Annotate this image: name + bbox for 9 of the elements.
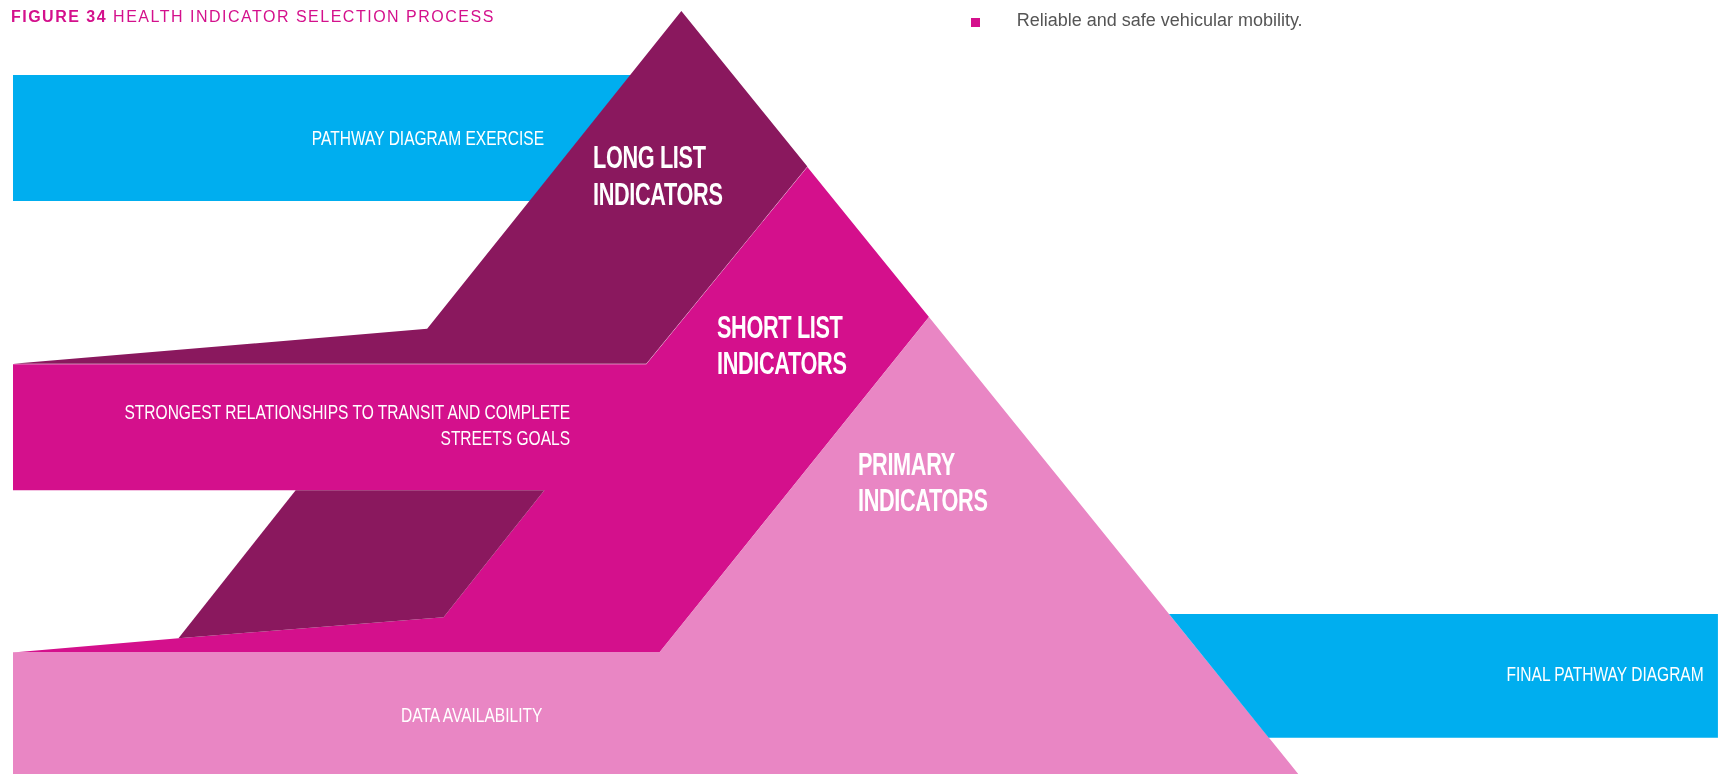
band-label: PATHWAY DIAGRAM EXERCISE xyxy=(311,124,545,151)
bullet-note: Reliable and safe vehicular mobility. xyxy=(1016,9,1303,31)
band-label: DATA AVAILABILITY xyxy=(401,702,544,729)
stage-heading: PRIMARY INDICATORS xyxy=(857,447,989,520)
band-label: FINAL PATHWAY DIAGRAM xyxy=(1505,660,1704,687)
stage-heading: LONG LIST INDICATORS xyxy=(592,140,724,213)
stage-heading: SHORT LIST INDICATORS xyxy=(716,310,848,383)
band-label: STRONGEST RELATIONSHIPS TO TRANSIT AND COMPLETE STREETS GOALS xyxy=(123,398,570,452)
figure-title: FIGURE 34 HEALTH INDICATOR SELECTION PROCESS xyxy=(10,7,495,26)
